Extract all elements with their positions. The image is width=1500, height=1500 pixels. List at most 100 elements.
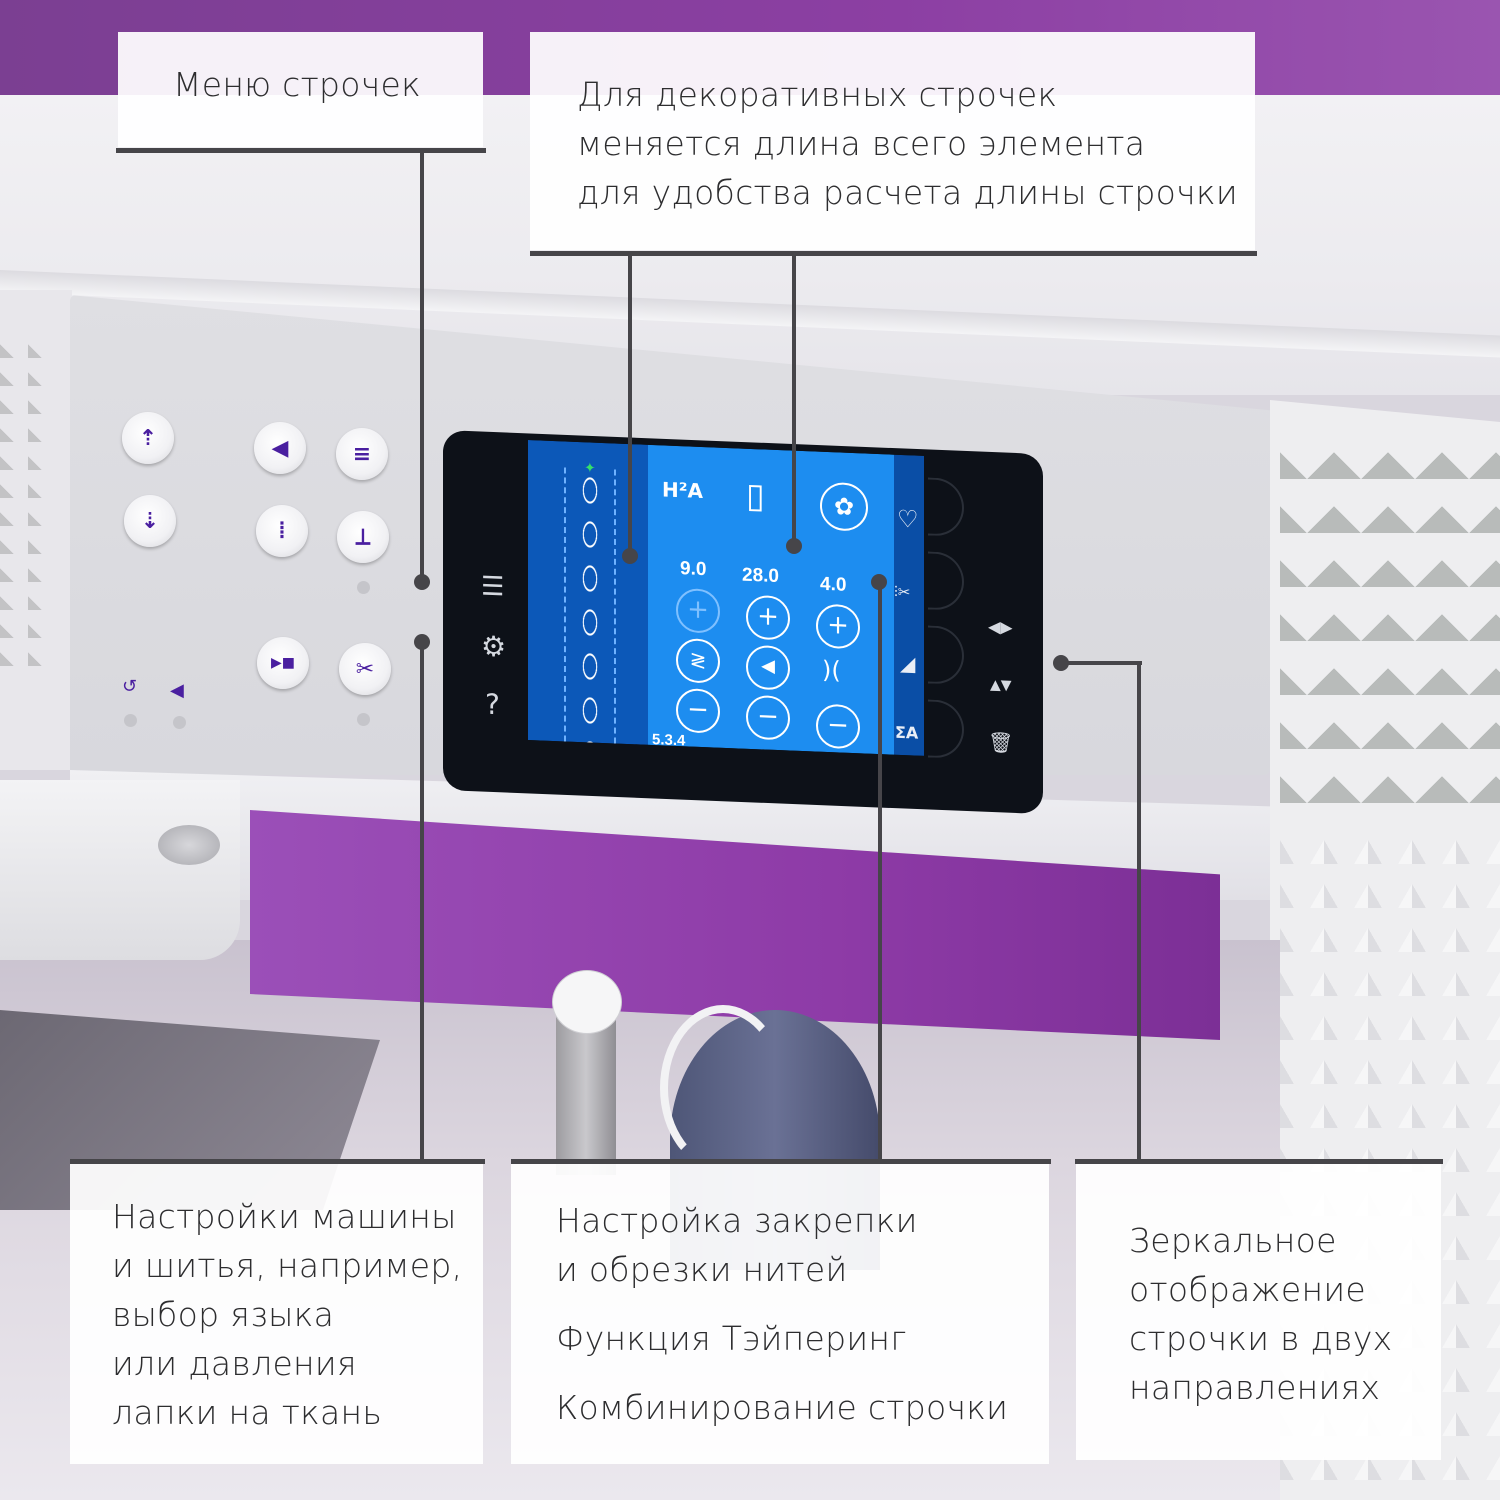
callout-tie-off-line-2: и обрезки нитей — [556, 1250, 848, 1289]
settings-gear-icon[interactable]: ⚙ — [481, 629, 507, 664]
delete-trash-icon[interactable]: 🗑 — [988, 729, 1014, 755]
presser-foot-up-button[interactable]: ⇡ — [122, 412, 174, 464]
needle-position-icon: ⦙ — [279, 518, 285, 544]
stitch-width-icon: ≷ — [676, 637, 720, 684]
sewing-head — [0, 780, 240, 960]
start-stop-button[interactable]: ▶■ — [257, 637, 309, 689]
callout-settings-line-1: Настройки машины — [112, 1197, 457, 1236]
callout-combining-text: Комбинирование строчки — [556, 1388, 1009, 1427]
stitch-restart-icon: ≡ — [352, 441, 372, 467]
stitch-density-icon: )( — [822, 655, 841, 685]
bezel-button-4[interactable] — [928, 699, 964, 759]
presser-foot-recommendation-icon[interactable]: H²A — [662, 477, 703, 504]
callout-settings-line-4: или давления — [112, 1344, 357, 1383]
presser-foot-down-button[interactable]: ⇣ — [124, 495, 176, 547]
touch-screen: ✦ H²A ▯ ✿ 9.0 + ≷ − 28.0 + ◀ − 4.0 + )( … — [528, 440, 924, 756]
thread-cutter-led — [357, 713, 370, 726]
bezel-button-3[interactable] — [928, 625, 964, 685]
needle-up-down-button[interactable]: ⟂ — [337, 511, 389, 563]
stitch-length-value: 28.0 — [742, 564, 779, 588]
needle-position-button[interactable]: ⦙ — [256, 505, 308, 557]
connector-preview — [628, 255, 632, 555]
callout-tie-off-tapering: Настройка закрепки и обрезки нитей Функц… — [511, 1164, 1049, 1464]
triangle-pattern-right — [1280, 425, 1500, 805]
callout-mirror-line-4: направлениях — [1129, 1368, 1381, 1407]
stitch-length-icon: ◀ — [746, 644, 790, 691]
callout-settings-line-3: выбор языка — [112, 1295, 335, 1334]
connector-mirror-v — [1137, 661, 1141, 1161]
callout-decorative-length: Для декоративных строчек меняется длина … — [530, 32, 1255, 250]
thread-spool-grey-cap — [552, 970, 622, 1034]
bezel-button-1[interactable] — [928, 477, 964, 537]
stitch-width-value: 9.0 — [680, 558, 707, 581]
callout-settings-line-2: и шитья, например, — [112, 1246, 463, 1285]
help-icon[interactable]: ? — [485, 687, 500, 722]
stitch-restart-button[interactable]: ≡ — [336, 428, 388, 480]
thread-cutter-button[interactable]: ✂ — [339, 643, 391, 695]
stabilizer-icon[interactable]: ▯ — [746, 475, 765, 517]
connector-dot-length — [786, 538, 802, 554]
callout-tie-off-bar — [511, 1159, 1051, 1164]
callout-decorative-line-2: меняется длина всего элемента — [577, 124, 1146, 163]
reverse-indicator-icon: ↺ — [122, 676, 138, 697]
callout-mirror-line-2: отображение — [1129, 1270, 1367, 1309]
callout-tapering-text: Функция Тэйперинг — [556, 1319, 907, 1358]
mirror-side-to-side-icon[interactable]: ◀▶ — [988, 616, 1013, 637]
stitch-density-value: 4.0 — [820, 573, 847, 596]
tapering-icon[interactable]: ◢ — [900, 650, 916, 676]
stitch-width-minus-button[interactable]: − — [676, 687, 720, 734]
presser-foot-up-icon: ⇡ — [138, 425, 158, 451]
callout-mirror-bar — [1075, 1159, 1443, 1164]
triangle-pattern-left — [0, 330, 50, 670]
stitch-density-plus-button[interactable]: + — [816, 603, 860, 650]
head-button[interactable] — [158, 825, 220, 865]
stitch-length-minus-button[interactable]: − — [746, 694, 790, 741]
stitch-settings-area: H²A ▯ ✿ 9.0 + ≷ − 28.0 + ◀ − 4.0 + )( − — [648, 444, 894, 755]
stitch-combine-icon[interactable]: ΣA — [895, 722, 919, 743]
tie-off-cut-icon[interactable]: ⫶✂ — [894, 582, 911, 602]
function-strip: ♡ ⫶✂ ◢ ΣA — [894, 454, 924, 756]
stitch-width-plus-button[interactable]: + — [676, 587, 720, 634]
needle-up-down-icon: ⟂ — [355, 524, 371, 550]
connector-stitch-menu — [420, 150, 424, 582]
stitch-preview-guides: ✦ — [564, 460, 616, 744]
connector-length — [792, 255, 796, 545]
stitch-length-plus-button[interactable]: + — [746, 594, 790, 641]
connector-dot-settings — [414, 634, 430, 650]
thread-spool-blue-rim — [660, 1005, 786, 1171]
reverse-indicator-led — [124, 714, 137, 727]
callout-stitch-menu-bar — [116, 148, 486, 153]
needle-stop-led — [357, 581, 370, 594]
bezel-button-2[interactable] — [928, 551, 964, 611]
callout-mirror-line-3: строчки в двух — [1129, 1319, 1393, 1358]
reverse-icon: ◀ — [271, 435, 289, 461]
callout-settings-line-5: лапки на ткань — [112, 1393, 383, 1432]
connector-dot-mirror — [1053, 655, 1069, 671]
callout-machine-settings: Настройки машины и шитья, например, выбо… — [70, 1164, 483, 1464]
connector-settings — [420, 642, 424, 1162]
connector-mirror-h — [1062, 661, 1142, 665]
callout-tie-off-line-1: Настройка закрепки — [556, 1201, 918, 1240]
decorative-stitch-preview — [578, 468, 602, 743]
callout-decorative-bar — [530, 251, 1257, 256]
callout-stitch-menu: Меню строчек — [118, 32, 483, 147]
callout-mirror: Зеркальное отображение строчки в двух на… — [1076, 1164, 1441, 1460]
start-stop-icon: ▶■ — [271, 655, 295, 671]
presser-foot-down-icon: ⇣ — [140, 508, 160, 534]
reverse-stitch-indicator-icon: ◀ — [170, 680, 184, 701]
callout-decorative-line-1: Для декоративных строчек — [577, 75, 1058, 114]
callout-decorative-line-3: для удобства расчета длины строчки — [577, 173, 1238, 212]
stitch-density-minus-button[interactable]: − — [816, 703, 860, 750]
pattern-icon[interactable]: ✿ — [820, 481, 868, 532]
stitch-menu-icon[interactable]: ☰ — [481, 571, 505, 603]
reverse-button[interactable]: ◀ — [254, 422, 306, 474]
callout-stitch-menu-text: Меню строчек — [173, 65, 422, 104]
callout-settings-bar — [70, 1159, 485, 1164]
callout-mirror-line-1: Зеркальное — [1129, 1221, 1337, 1260]
connector-tie-off — [878, 582, 882, 1162]
connector-dot-preview — [622, 548, 638, 564]
favorite-heart-icon[interactable]: ♡ — [897, 504, 919, 534]
thread-cutter-icon: ✂ — [355, 656, 375, 682]
mirror-end-to-end-icon[interactable]: ▲▼ — [990, 676, 1012, 694]
connector-dot-tie-off — [871, 574, 887, 590]
